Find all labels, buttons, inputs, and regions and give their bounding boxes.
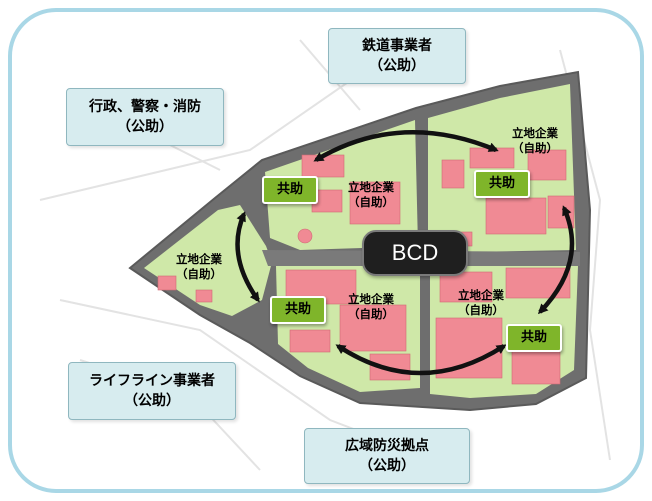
company-lower-right: 立地企業 （自助） (436, 288, 526, 318)
callout-lifeline-role: （公助） (124, 393, 180, 409)
company-west: 立地企業 （自助） (154, 252, 244, 282)
callout-admin: 行政、警察・消防 （公助） (66, 88, 224, 146)
bcd-badge: BCD (362, 230, 468, 276)
company-upper-right: 立地企業 （自助） (490, 126, 580, 156)
company-upper-middle-title: 立地企業 (348, 180, 394, 194)
callout-railway: 鉄道事業者 （公助） (328, 28, 466, 84)
kyojo-lower-right: 共助 (506, 324, 562, 352)
callout-disaster-base-title: 広域防災拠点 (345, 438, 429, 454)
kyojo-upper-right: 共助 (474, 170, 530, 198)
company-west-title: 立地企業 (176, 252, 222, 266)
arrow-top (313, 129, 499, 162)
callout-admin-role: （公助） (117, 119, 173, 135)
company-upper-right-title: 立地企業 (512, 126, 558, 140)
company-upper-right-role: （自助） (512, 141, 558, 155)
callout-admin-title: 行政、警察・消防 (89, 99, 201, 115)
company-lower-right-title: 立地企業 (458, 288, 504, 302)
callout-lifeline: ライフライン事業者 （公助） (68, 362, 236, 420)
kyojo-upper-left: 共助 (262, 176, 318, 204)
company-lower-middle-title: 立地企業 (348, 292, 394, 306)
company-lower-middle: 立地企業 （自助） (326, 292, 416, 322)
company-west-role: （自助） (176, 267, 222, 281)
company-lower-middle-role: （自助） (348, 307, 394, 321)
company-upper-middle: 立地企業 （自助） (326, 180, 416, 210)
callout-railway-title: 鉄道事業者 (362, 38, 432, 54)
callout-disaster-base: 広域防災拠点 （公助） (304, 428, 470, 484)
arrow-right (537, 205, 575, 315)
arrow-left (235, 211, 260, 303)
arrow-bottom (335, 344, 507, 376)
company-lower-right-role: （自助） (458, 303, 504, 317)
company-upper-middle-role: （自助） (348, 195, 394, 209)
callout-railway-role: （公助） (369, 58, 425, 74)
callout-disaster-base-role: （公助） (359, 458, 415, 474)
callout-lifeline-title: ライフライン事業者 (89, 373, 215, 389)
kyojo-lower-left: 共助 (270, 296, 326, 324)
